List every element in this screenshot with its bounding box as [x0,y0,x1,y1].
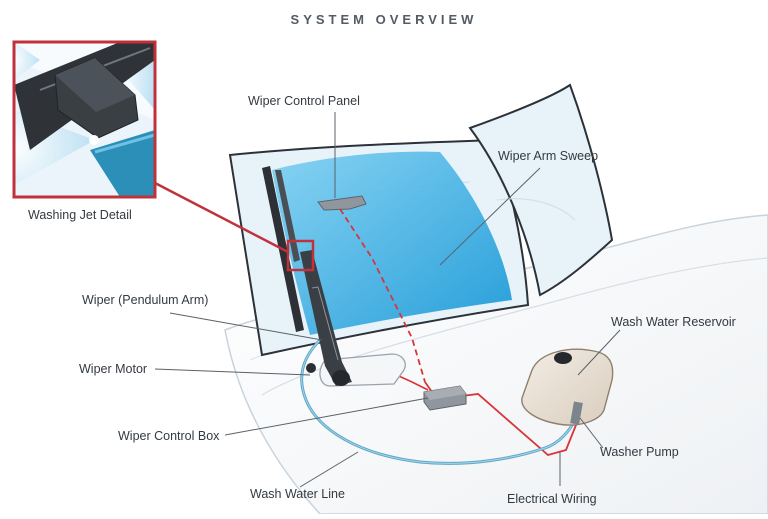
label-wash-water-line: Wash Water Line [250,487,345,501]
diagram-title: SYSTEM OVERVIEW [0,12,768,27]
label-washing-jet-detail: Washing Jet Detail [28,208,132,222]
label-wiper-control-box: Wiper Control Box [118,429,219,443]
label-wiper-motor: Wiper Motor [79,362,147,376]
label-washer-pump: Washer Pump [600,445,679,459]
label-wiper-control-panel: Wiper Control Panel [248,94,360,108]
label-wiper-arm-sweep: Wiper Arm Sweep [498,149,598,163]
label-wiper-pendulum-arm: Wiper (Pendulum Arm) [82,293,208,307]
label-wash-water-reservoir: Wash Water Reservoir [611,315,736,329]
label-electrical-wiring: Electrical Wiring [507,492,597,506]
washing-jet-detail-inset [14,42,155,197]
